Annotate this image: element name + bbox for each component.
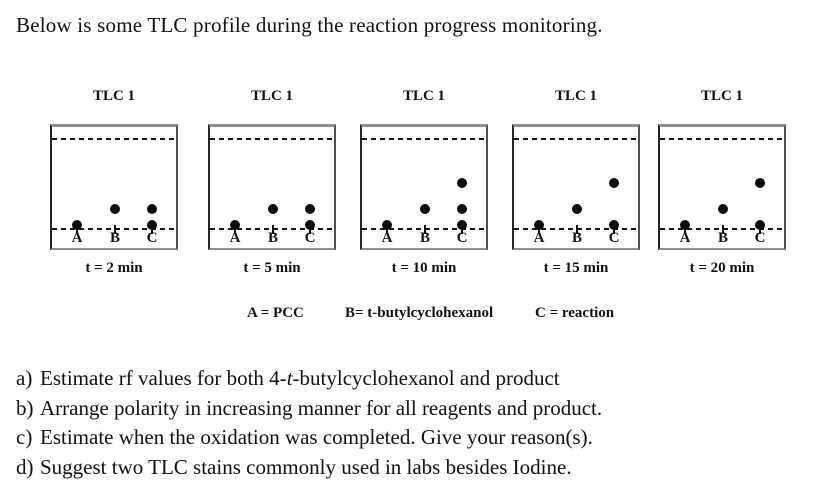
solvent-front-line <box>514 138 638 140</box>
question-line-d: d) Suggest two TLC stains commonly used … <box>16 455 806 485</box>
tlc-spot <box>755 178 765 188</box>
plate-time-label: t = 15 min <box>543 260 609 276</box>
lane-label: C <box>304 230 316 246</box>
lane-label: B <box>267 230 278 246</box>
tlc-spot <box>718 204 728 214</box>
question-line-b: b) Arrange polarity in increasing manner… <box>16 396 806 426</box>
question-marker: c) <box>16 425 33 450</box>
tlc-spot <box>305 220 315 230</box>
lane-tick <box>576 225 578 234</box>
question-a-prefix: Estimate rf values for both 4- <box>40 366 287 390</box>
legend-item-B: B= t-butylcyclohexanol <box>345 305 494 321</box>
tlc-spot <box>147 220 157 230</box>
lane-tick <box>424 225 426 234</box>
question-marker: a) <box>16 366 33 390</box>
legend-item-A: A = PCC <box>247 305 304 321</box>
lane-label: A <box>229 230 241 246</box>
question-marker: d) <box>16 454 34 479</box>
tlc-spot <box>305 204 315 214</box>
plate-time-label: t = 10 min <box>391 260 457 276</box>
plate-box: A B C <box>658 124 786 250</box>
tlc-spot <box>147 204 157 214</box>
lane-tick <box>114 225 116 234</box>
question-text: Estimate when the oxidation was complete… <box>40 425 593 450</box>
legend-item-C: C = reaction <box>535 305 615 321</box>
plate-box: A B C <box>50 124 178 250</box>
plate-time-label: t = 20 min <box>689 260 755 276</box>
lane-label: B <box>571 230 582 246</box>
question-marker: b) <box>16 395 34 420</box>
lane-label: A <box>679 230 691 246</box>
tlc-spot <box>457 204 467 214</box>
page-title: Below is some TLC profile during the rea… <box>16 13 603 37</box>
tlc-spot <box>609 178 619 188</box>
tlc-spot <box>230 220 240 230</box>
lane-label: C <box>754 230 766 246</box>
lane-label: A <box>381 230 393 246</box>
tlc-spot <box>268 204 278 214</box>
plate-title: TLC 1 <box>92 88 136 104</box>
tlc-spot <box>72 220 82 230</box>
lane-label: B <box>419 230 430 246</box>
tlc-spot <box>534 220 544 230</box>
tlc-spot <box>110 204 120 214</box>
plate-box: A B C <box>360 124 488 250</box>
question-line-a: a) Estimate rf values for both 4-t-butyl… <box>16 366 806 396</box>
tlc-spot <box>420 204 430 214</box>
tlc-spot <box>457 178 467 188</box>
plate-box: A B C <box>512 124 640 250</box>
lane-label: A <box>533 230 545 246</box>
plate-time-label: t = 5 min <box>243 260 301 276</box>
question-text: Arrange polarity in increasing manner fo… <box>40 395 603 420</box>
solvent-front-line <box>660 138 784 140</box>
lane-tick <box>722 225 724 234</box>
solvent-front-line <box>52 138 176 140</box>
solvent-front-line <box>362 138 486 140</box>
plate-title: TLC 1 <box>402 88 446 104</box>
question-a-italic-t: t <box>286 366 293 390</box>
plate-time-label: t = 2 min <box>85 260 143 276</box>
solvent-front-line <box>210 138 334 140</box>
tlc-spot <box>572 204 582 214</box>
question-text: Estimate rf values for both 4-t-butylcyc… <box>40 366 560 391</box>
questions-list: a) Estimate rf values for both 4-t-butyl… <box>16 366 806 484</box>
plate-box: A B C <box>208 124 336 250</box>
tlc-spot <box>609 220 619 230</box>
tlc-spot <box>755 220 765 230</box>
question-a-suffix: -butylcyclohexanol and product <box>292 366 560 390</box>
tlc-spot <box>457 220 467 230</box>
lane-label: C <box>456 230 468 246</box>
plate-title: TLC 1 <box>250 88 294 104</box>
question-line-c: c) Estimate when the oxidation was compl… <box>16 425 806 455</box>
lane-label: B <box>109 230 120 246</box>
lane-label: B <box>717 230 728 246</box>
question-text: Suggest two TLC stains commonly used in … <box>40 454 572 479</box>
legend-row: A = PCC B= t-butylcyclohexanol C = reactio… <box>0 305 817 327</box>
lane-label: C <box>608 230 620 246</box>
lane-label: C <box>146 230 158 246</box>
tlc-spot <box>680 220 690 230</box>
lane-tick <box>272 225 274 234</box>
lane-label: A <box>71 230 83 246</box>
plate-title: TLC 1 <box>554 88 598 104</box>
tlc-spot <box>382 220 392 230</box>
plate-title: TLC 1 <box>700 88 744 104</box>
